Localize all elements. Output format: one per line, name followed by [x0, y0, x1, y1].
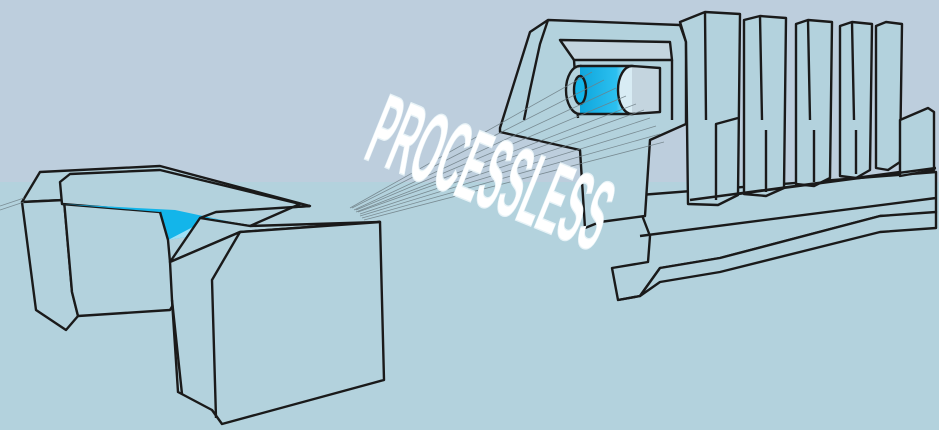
press-delivery	[900, 108, 934, 176]
press-housing-cavity	[560, 40, 672, 60]
press-unit-5	[876, 22, 902, 170]
press-roller	[566, 66, 660, 114]
press-unit-1	[680, 12, 740, 205]
